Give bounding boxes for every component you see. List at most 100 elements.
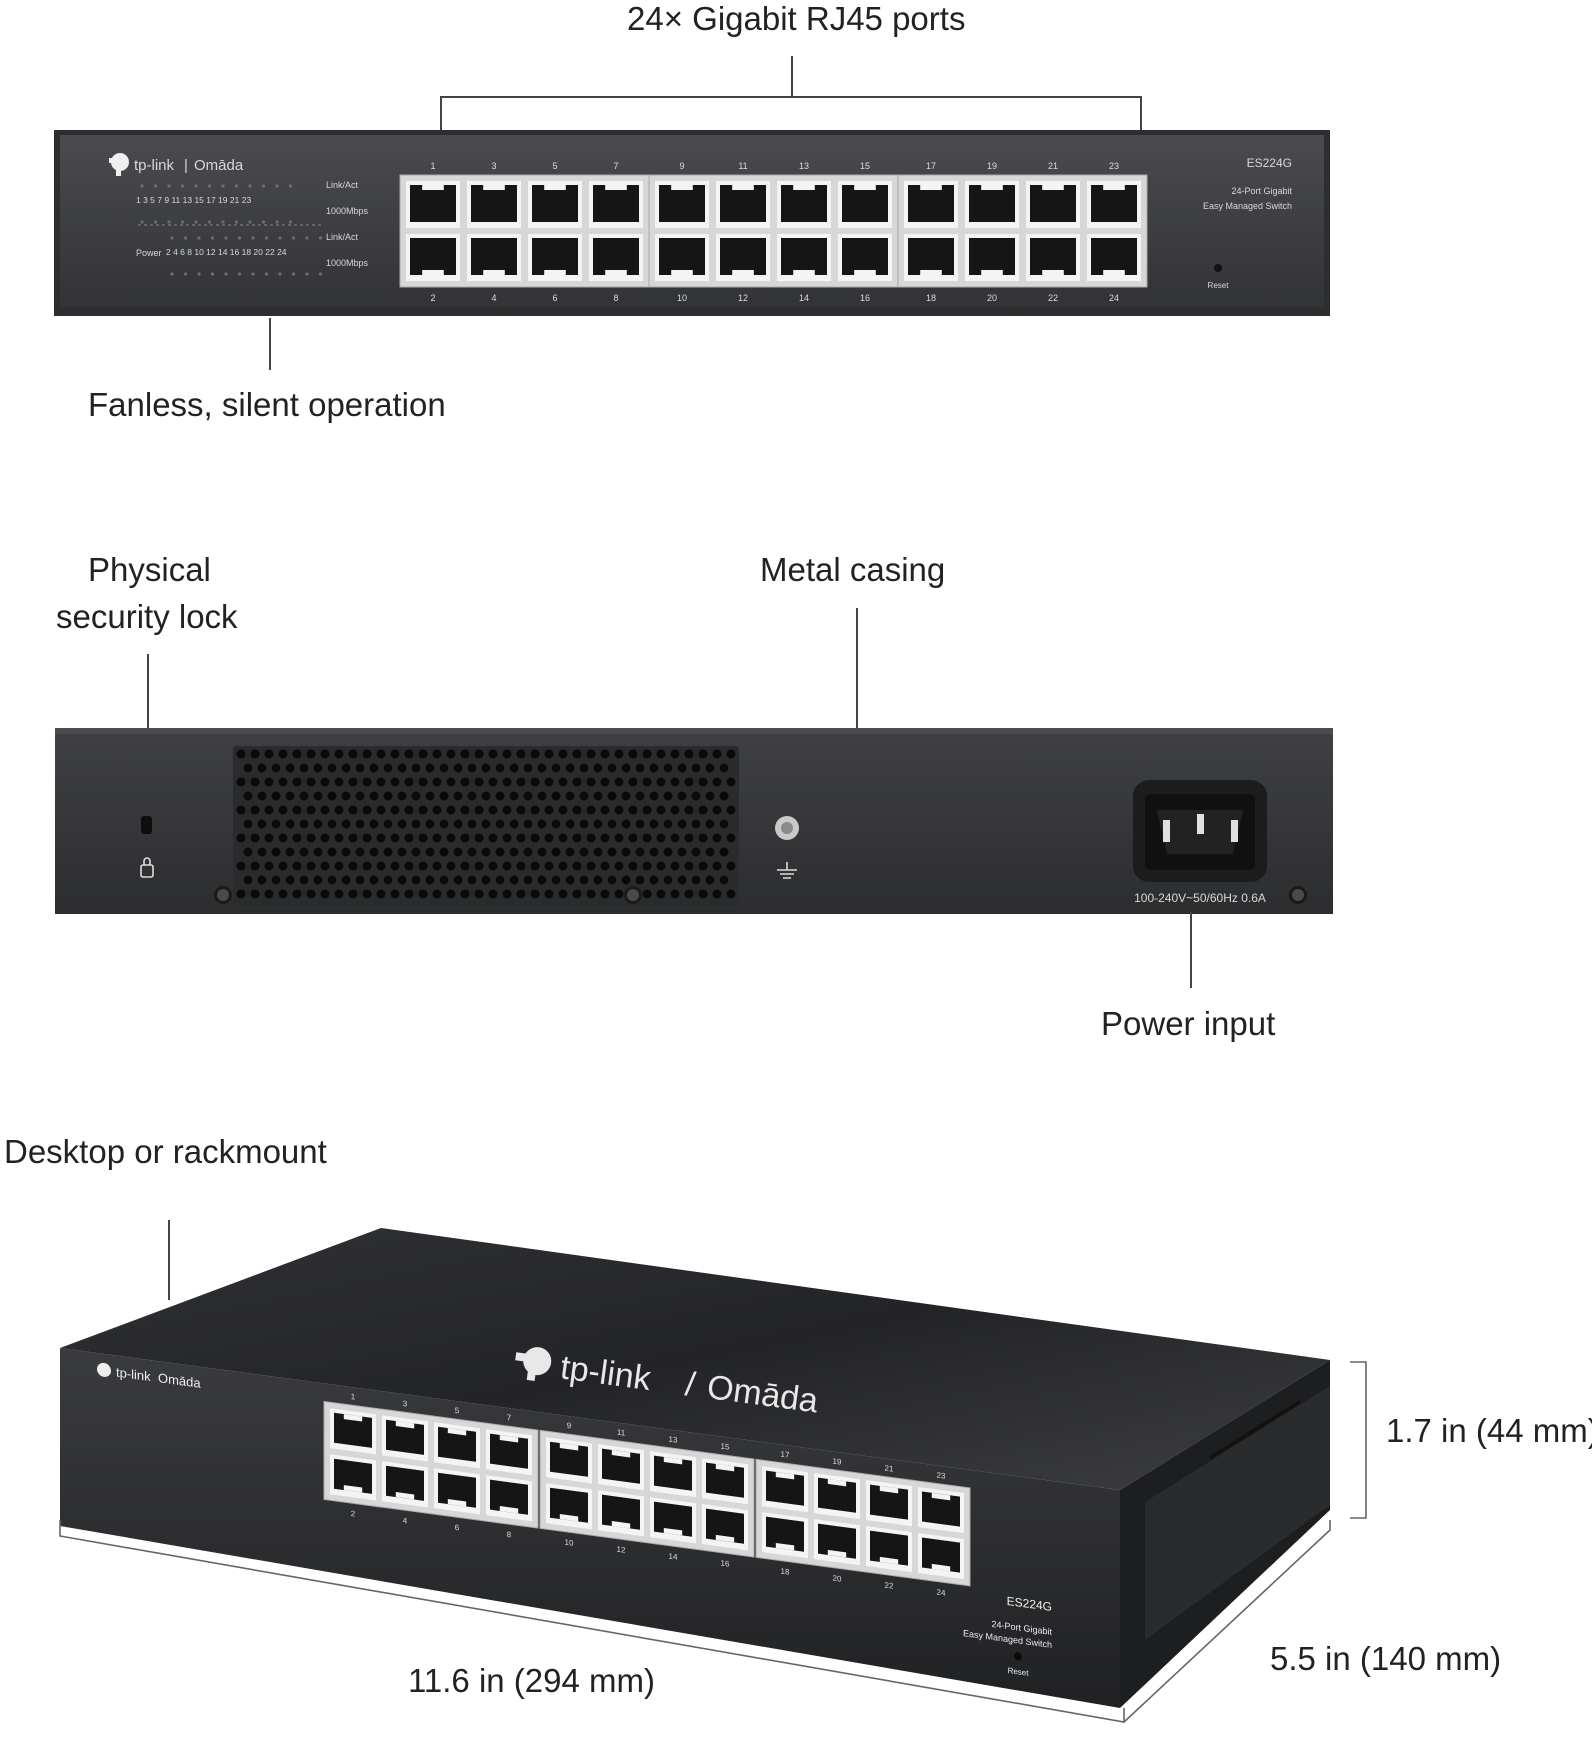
depth-dimension: 5.5 in (140 mm) [1270,1640,1502,1677]
rj45-port[interactable] [467,181,521,228]
led-dot [197,272,201,276]
led-dot [261,220,266,224]
port-number-label: 3 [491,161,496,171]
led-dot [278,236,282,240]
led-dot [194,184,198,188]
rj45-port[interactable] [838,181,892,228]
rj45-port[interactable] [434,1468,480,1515]
rj45-port[interactable] [406,234,460,281]
casing-callout-stem [856,608,858,730]
led-dot [234,184,239,188]
rj45-port[interactable] [467,234,521,281]
fanless-callout: Fanless, silent operation [88,386,446,423]
port-number-label: 12 [738,293,748,303]
port-number-label: 12 [617,1545,626,1555]
rj45-port[interactable] [904,234,958,281]
led-dot [305,272,309,276]
rj45-port[interactable] [716,234,770,281]
led-dot [140,184,144,188]
led-speed-label-2: 1000Mbps [326,258,369,268]
port-number-label: 3 [403,1399,408,1409]
port-number-label: 22 [1048,293,1058,303]
rj45-port[interactable] [655,234,709,281]
rj45-port[interactable] [702,1504,748,1551]
rj45-port[interactable] [866,1526,912,1573]
led-dot [167,184,171,188]
rj45-port[interactable] [655,181,709,228]
tp-link-logo [109,153,129,176]
led-dot [291,236,296,240]
port-number-label: 4 [403,1516,408,1526]
rj45-port[interactable] [330,1454,376,1501]
rj45-port[interactable] [330,1408,376,1455]
led-indicators [138,184,323,276]
rj45-port[interactable] [1087,181,1141,228]
rj45-port[interactable] [918,1487,964,1534]
port-number-label: 23 [1109,161,1119,171]
rj45-port[interactable] [762,1466,808,1513]
led-dot [275,184,279,188]
port-number-label: 5 [552,161,557,171]
rear-panel: 100-240V~50/60Hz 0.6A [55,728,1333,914]
port-number-label: 11 [738,161,747,171]
led-dot [237,236,242,240]
rj45-port[interactable] [598,1444,644,1491]
led-dot [140,220,144,224]
screw-icon [624,886,642,904]
rj45-port[interactable] [486,1429,532,1476]
led-dot [183,272,188,276]
rj45-port[interactable] [1026,181,1080,228]
rj45-port[interactable] [702,1458,748,1505]
port-number-label: 2 [351,1509,356,1519]
rj45-port[interactable] [546,1437,592,1484]
rj45-port[interactable] [814,1519,860,1566]
rj45-port[interactable] [598,1490,644,1537]
rj45-port[interactable] [814,1473,860,1520]
rj45-port[interactable] [406,181,460,228]
height-dimension: 1.7 in (44 mm) [1386,1412,1592,1449]
led-dot [264,236,269,240]
rj45-port[interactable] [1087,234,1141,281]
port-number-label: 15 [721,1442,730,1452]
rj45-port[interactable] [1026,234,1080,281]
rj45-port[interactable] [382,1461,428,1508]
rj45-port[interactable] [486,1475,532,1522]
rj45-port[interactable] [716,181,770,228]
rj45-port[interactable] [528,181,582,228]
port-number-label: 20 [833,1574,842,1584]
rj45-port[interactable] [762,1512,808,1559]
rj45-port[interactable] [777,181,831,228]
rj45-port[interactable] [918,1533,964,1580]
port-number-label: 8 [613,293,618,303]
rj45-port[interactable] [434,1422,480,1469]
rj45-port[interactable] [866,1480,912,1527]
sub-brand-text: Omāda [194,157,244,174]
rj45-port[interactable] [589,234,643,281]
ports-callout-stem [791,56,793,96]
port-number-label: 19 [987,161,997,171]
reset-button[interactable] [1214,264,1222,272]
desc-line1: 24-Port Gigabit [1231,186,1292,196]
rj45-port[interactable] [965,234,1019,281]
port-number-label: 1 [351,1392,356,1402]
rj45-port[interactable] [382,1415,428,1462]
perspective-reset-button[interactable] [1014,1652,1022,1661]
rj45-port[interactable] [546,1483,592,1530]
led-dot [291,272,296,276]
power-label: Power [136,248,162,258]
screw-icon [214,886,232,904]
port-number-label: 10 [565,1538,574,1548]
rj45-port[interactable] [965,181,1019,228]
rj45-port[interactable] [650,1451,696,1498]
rj45-port[interactable] [777,234,831,281]
rj45-port[interactable] [589,181,643,228]
rj45-port[interactable] [904,181,958,228]
led-dot [153,220,158,224]
rj45-port[interactable] [838,234,892,281]
rj45-port[interactable] [650,1497,696,1544]
ground-screw-icon [775,816,799,879]
rj45-port[interactable] [528,234,582,281]
port-number-label: 1 [430,161,435,171]
led-dot [264,272,269,276]
led-dot [288,184,293,188]
